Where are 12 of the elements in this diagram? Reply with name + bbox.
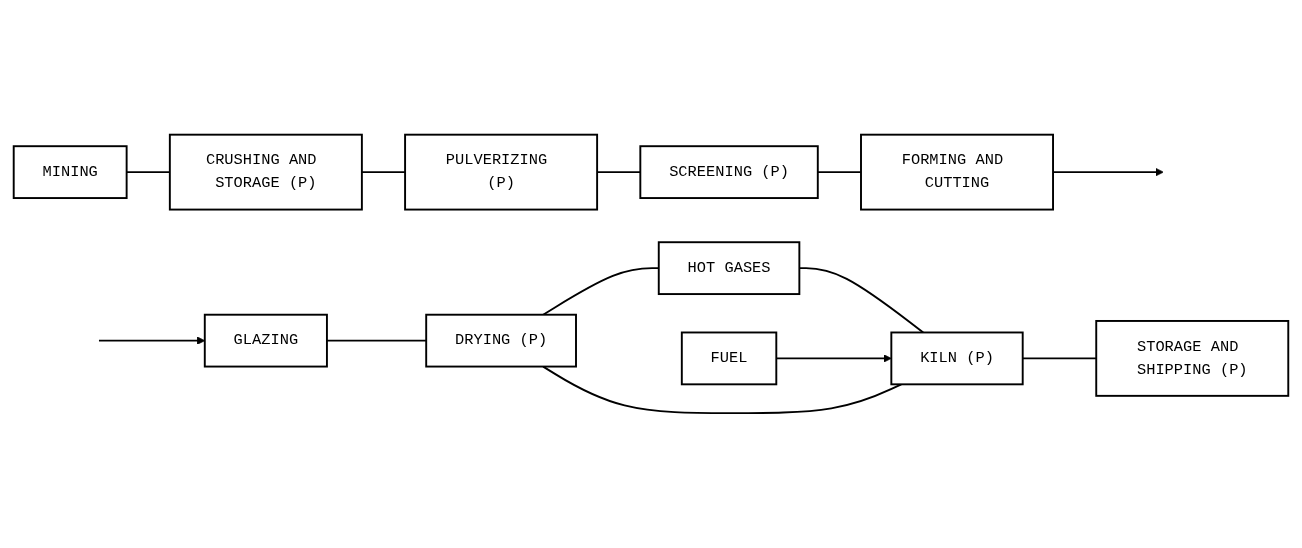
node-box: STORAGE AND SHIPPING (P) bbox=[1095, 320, 1290, 397]
node-box: PULVERIZING (P) bbox=[404, 133, 599, 211]
node-box: FORMING AND CUTTING bbox=[860, 133, 1054, 211]
connector bbox=[542, 365, 903, 415]
node-box: MINING bbox=[12, 145, 128, 200]
node-box: CRUSHING AND STORAGE (P) bbox=[168, 133, 363, 211]
node-box: KILN (P) bbox=[890, 331, 1024, 386]
node-box: GLAZING bbox=[203, 313, 328, 368]
node-box: DRYING (P) bbox=[425, 313, 577, 368]
node-box: HOT GASES bbox=[657, 241, 801, 296]
node-box: SCREENING (P) bbox=[639, 145, 819, 200]
node-box: FUEL bbox=[680, 331, 778, 386]
